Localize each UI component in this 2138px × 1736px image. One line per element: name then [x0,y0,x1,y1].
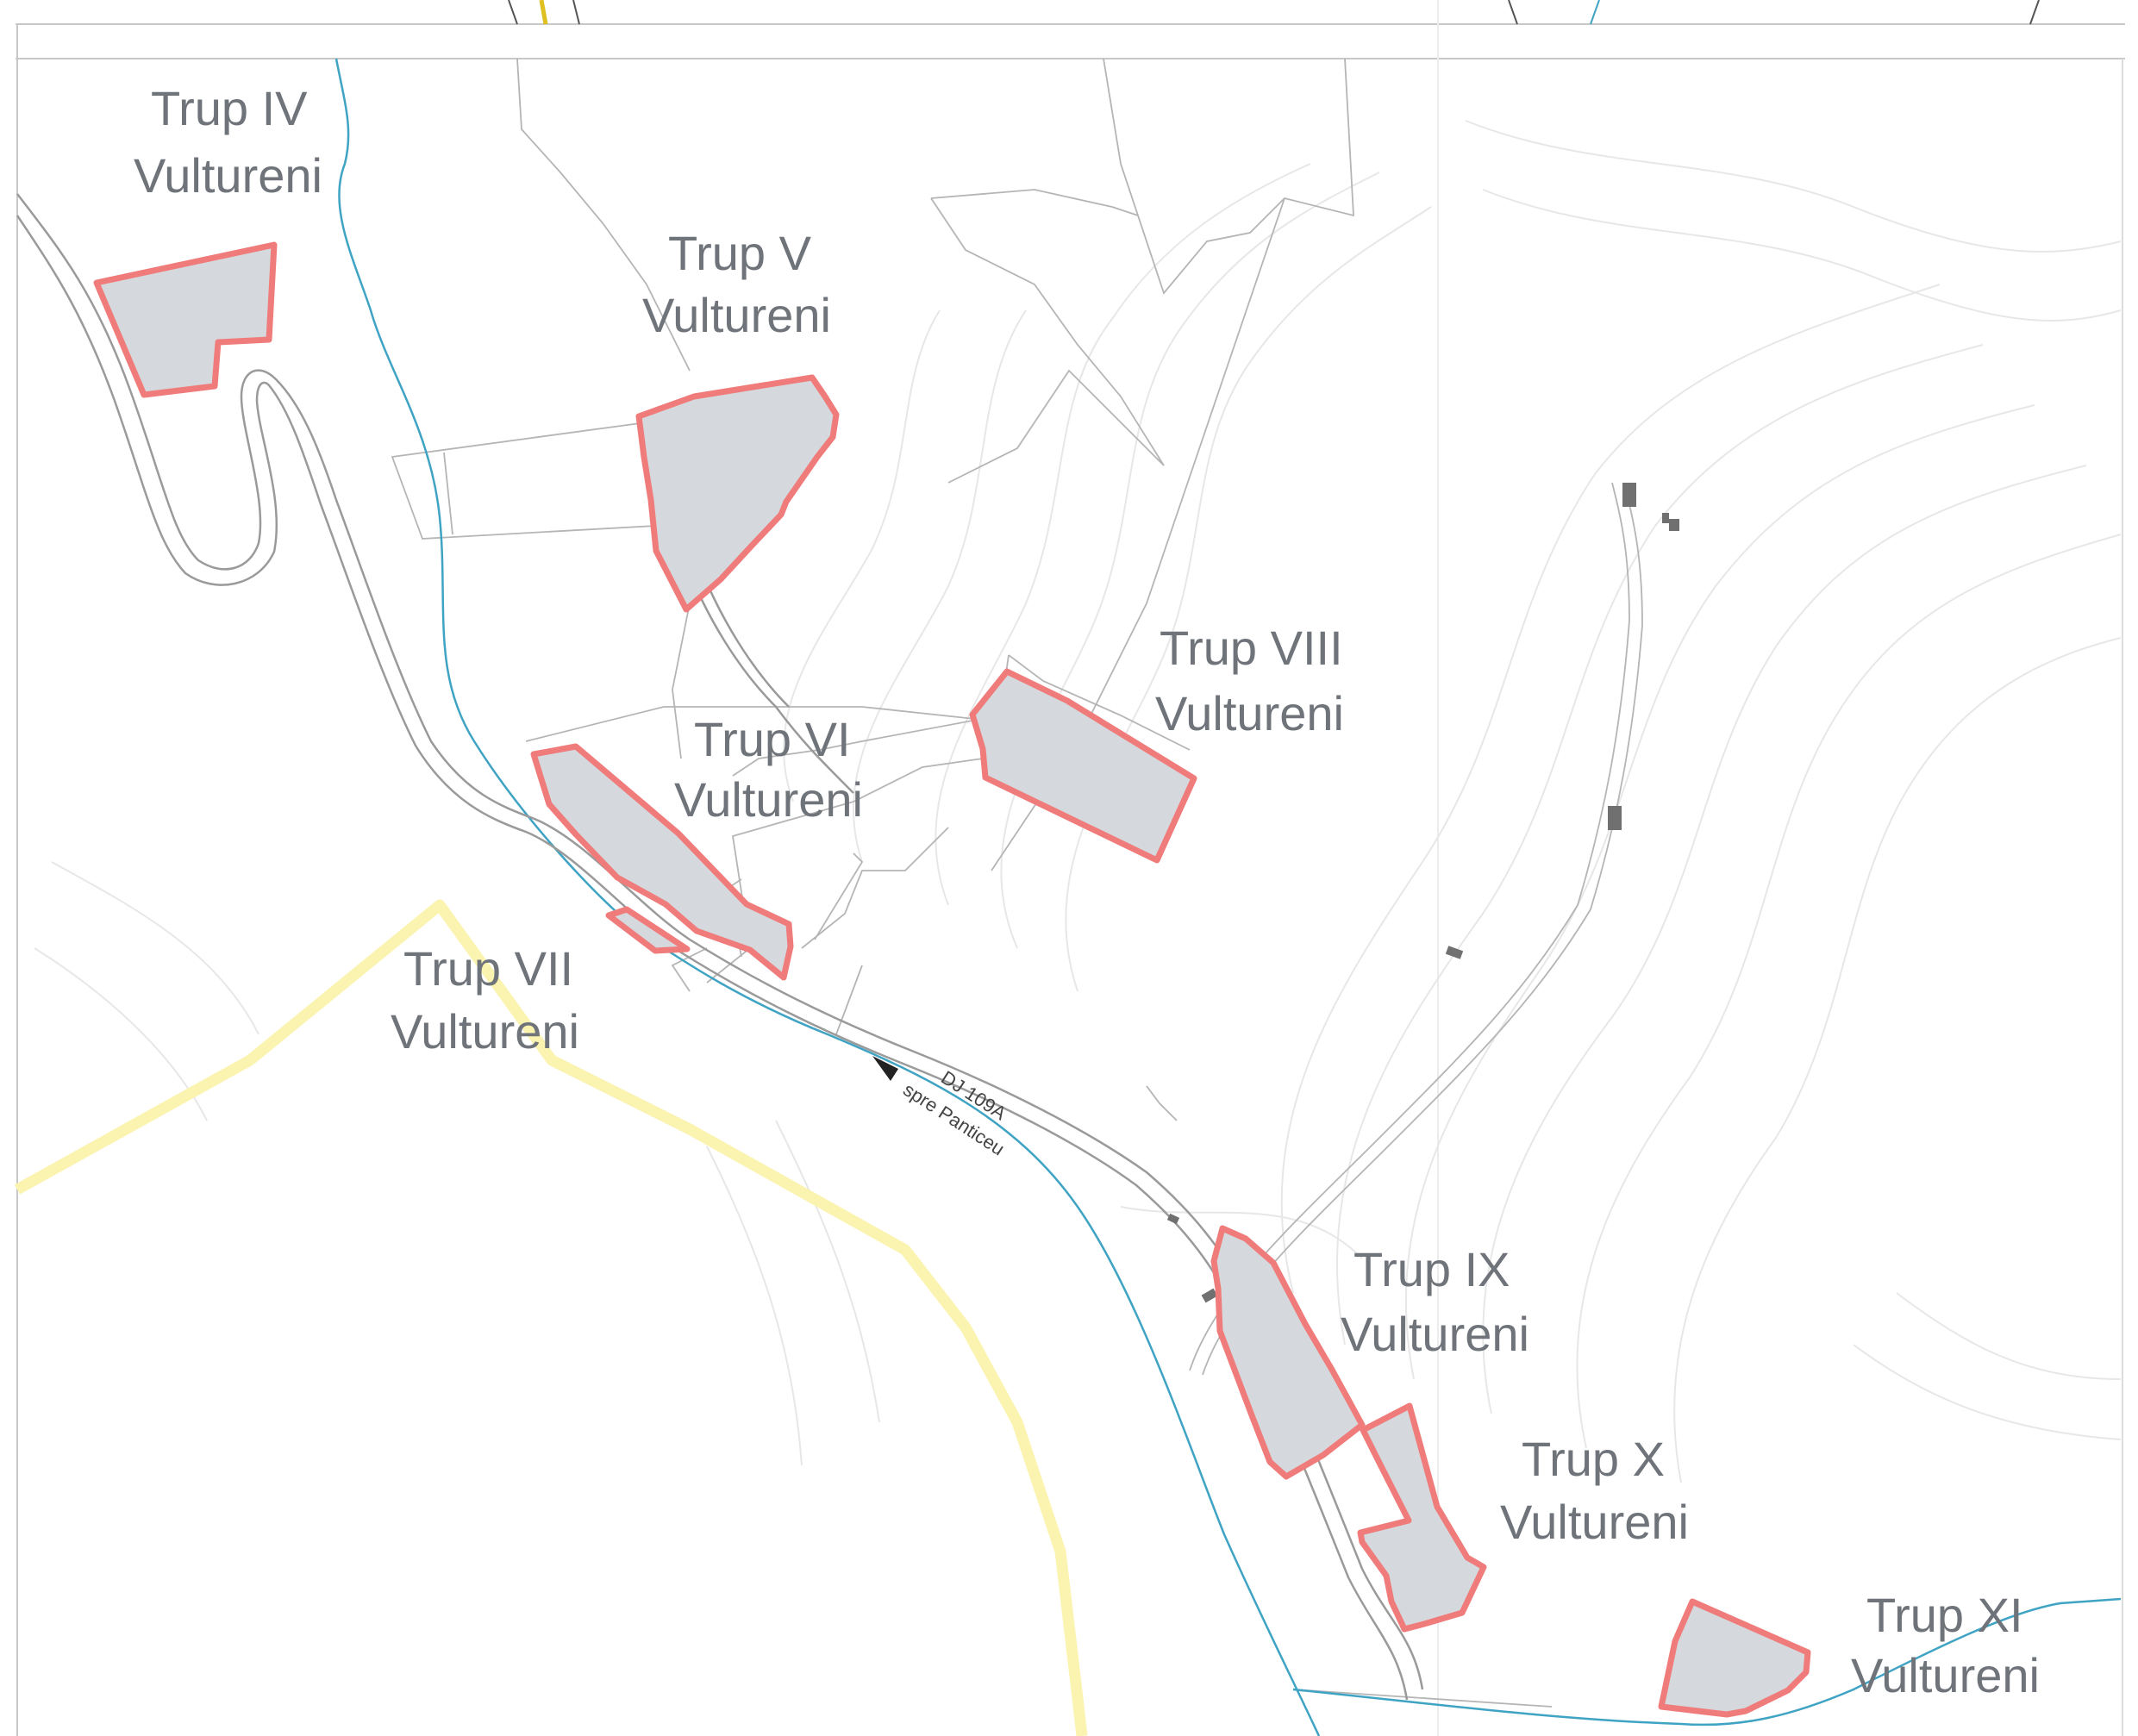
label-trup-xi-line1: Trup XI [1866,1588,2023,1642]
label-trup-vii-line2: Vultureni [391,1004,579,1058]
label-trup-xi-line2: Vultureni [1851,1648,2040,1702]
label-trup-x-line2: Vultureni [1500,1495,1689,1549]
parcel-trup-vi[interactable] [530,743,794,981]
parcel-trup-xi[interactable] [1658,1598,1811,1718]
administrative-boundary [14,899,1088,1736]
parcel-trup-viii[interactable] [969,668,1197,864]
parcel-trup-v[interactable] [635,374,840,613]
label-trup-v-line1: Trup V [668,226,812,280]
parcel-trup-x[interactable] [1357,1402,1487,1633]
label-trup-v-line2: Vultureni [642,288,831,342]
contour-lines [34,120,2122,1483]
label-trup-ix-line1: Trup IX [1353,1242,1510,1296]
parcel-trup-iv[interactable] [93,241,278,398]
label-trup-vii-line1: Trup VII [403,941,573,996]
label-trup-iv-line2: Vultureni [134,148,322,203]
direction-arrow-icon [872,1056,898,1081]
parcel-trup-vii[interactable] [605,906,691,954]
label-trup-vi-line1: Trup VI [694,712,851,766]
label-trup-vi-line2: Vultureni [674,772,863,827]
parcel-labels: Trup IV Vultureni Trup V Vultureni Trup … [134,81,2040,1702]
label-trup-iv-line1: Trup IV [151,81,308,135]
parcels [93,241,1811,1718]
label-trup-viii-line2: Vultureni [1155,686,1344,740]
label-trup-viii-line1: Trup VIII [1160,621,1343,675]
parcel-trup-ix[interactable] [1210,1225,1366,1480]
label-trup-ix-line2: Vultureni [1341,1307,1529,1361]
label-trup-x-line1: Trup X [1522,1432,1665,1486]
